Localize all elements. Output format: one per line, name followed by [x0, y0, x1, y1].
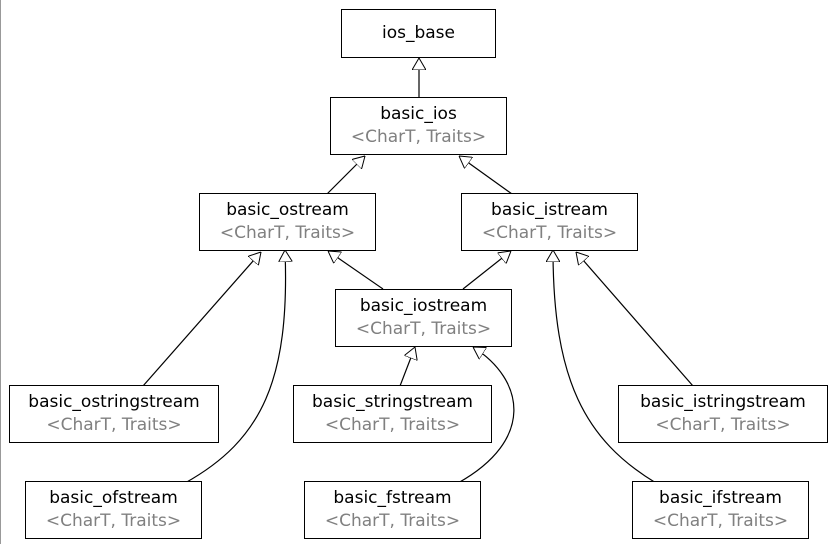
edge-basic_istream-to-basic_ios — [459, 156, 513, 195]
class-name: basic_istream — [491, 200, 608, 220]
class-basic_iostream: basic_iostream <CharT, Traits> — [335, 289, 512, 347]
class-name: basic_istringstream — [640, 392, 806, 412]
class-basic_ostream: basic_ostream <CharT, Traits> — [199, 193, 376, 251]
edge-basic_iostream-to-basic_ostream — [328, 251, 384, 290]
class-name: basic_stringstream — [311, 392, 473, 412]
class-name: basic_ifstream — [659, 488, 782, 508]
edge-basic_iostream-to-basic_istream — [462, 251, 511, 290]
edge-basic_ostringstream-to-basic_ostream — [142, 252, 261, 387]
left-border — [0, 0, 1, 544]
template-params: <CharT, Traits> — [324, 415, 461, 435]
class-basic_istream: basic_istream <CharT, Traits> — [461, 193, 638, 251]
template-params: <CharT, Traits> — [655, 415, 791, 435]
edge-basic_ofstream-to-basic_ostream — [184, 250, 286, 484]
class-name: basic_fstream — [333, 488, 452, 508]
class-basic_fstream: basic_fstream <CharT, Traits> — [304, 481, 481, 539]
class-basic_ofstream: basic_ofstream <CharT, Traits> — [25, 481, 202, 539]
class-basic_ifstream: basic_ifstream <CharT, Traits> — [632, 481, 809, 539]
template-params: <CharT, Traits> — [219, 223, 356, 243]
class-basic_ostringstream: basic_ostringstream <CharT, Traits> — [9, 385, 219, 443]
class-name: basic_ofstream — [49, 488, 178, 508]
class-name: basic_ostringstream — [28, 392, 200, 412]
template-params: <CharT, Traits> — [481, 223, 618, 243]
edge-basic_fstream-to-basic_iostream — [457, 347, 515, 484]
edge-basic_stringstream-to-basic_iostream — [399, 347, 415, 387]
template-params: <CharT, Traits> — [324, 511, 461, 531]
template-params: <CharT, Traits> — [46, 415, 182, 435]
template-params: <CharT, Traits> — [45, 511, 182, 531]
class-ios_base: ios_base — [341, 9, 496, 58]
class-name: basic_iostream — [359, 296, 488, 316]
class-basic_stringstream: basic_stringstream <CharT, Traits> — [293, 385, 492, 443]
class-name: basic_ostream — [226, 200, 349, 220]
class-basic_ios: basic_ios <CharT, Traits> — [330, 97, 507, 155]
class-name: ios_base — [381, 23, 455, 43]
edge-basic_ostream-to-basic_ios — [326, 156, 365, 195]
class-name: basic_ios — [380, 104, 457, 124]
template-params: <CharT, Traits> — [355, 319, 492, 339]
edge-basic_istringstream-to-basic_istream — [576, 252, 694, 387]
template-params: <CharT, Traits> — [652, 511, 789, 531]
template-params: <CharT, Traits> — [350, 127, 487, 147]
class-basic_istringstream: basic_istringstream <CharT, Traits> — [618, 385, 828, 443]
edge-basic_ifstream-to-basic_istream — [553, 250, 657, 484]
